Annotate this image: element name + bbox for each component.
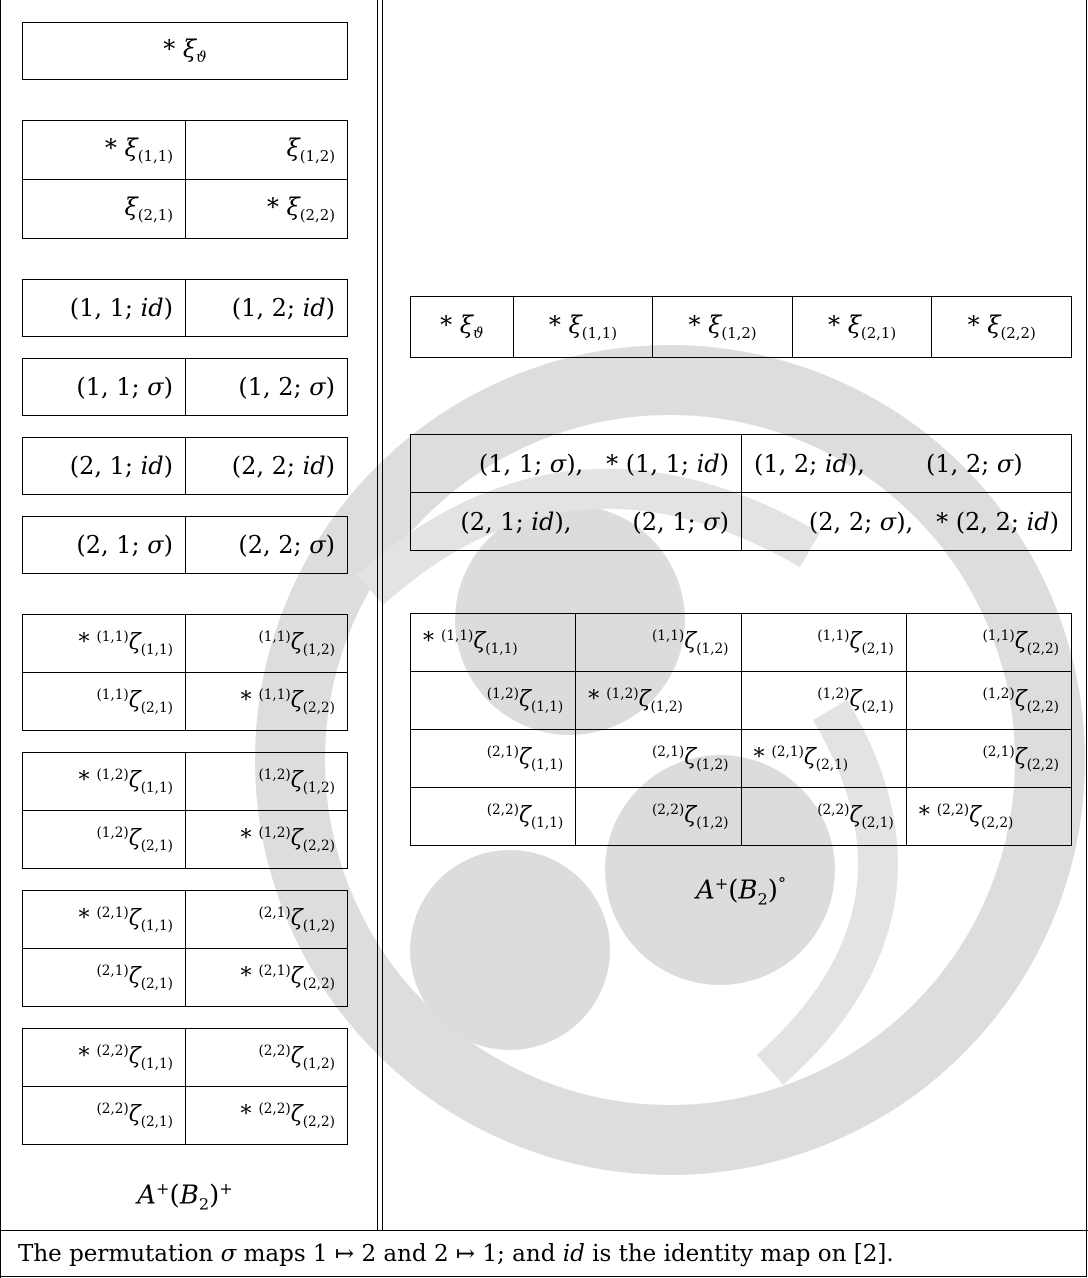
xi-cell: * ξ(2,1) — [791, 296, 933, 358]
zeta-cell: (1,2)ζ(1,2) — [185, 752, 348, 811]
zeta-cell: * (1,1)ζ(1,1) — [22, 614, 186, 673]
xi-cell: ξ(1,2) — [185, 120, 348, 180]
pair-cell: (2, 2; σ), * (2, 2; id) — [741, 492, 1072, 551]
pair-grid: (1, 1; σ), * (1, 1; id) (1, 2; id), (1, … — [410, 434, 1072, 551]
xi-cell: * ξ(1,1) — [22, 120, 186, 180]
zeta-cell: (2,2)ζ(1,2) — [575, 787, 742, 846]
theta-box: * ξϑ — [22, 22, 348, 80]
zeta-cell: * (1,1)ζ(2,2) — [185, 672, 348, 731]
zeta-cell: (1,1)ζ(2,1) — [740, 613, 907, 672]
zeta-cell: (1,1)ζ(1,2) — [185, 614, 348, 673]
pair-cell: (2, 1; id), (2, 1; σ) — [410, 492, 742, 551]
zeta-cell: (2,1)ζ(1,2) — [185, 890, 348, 949]
xi-cell: * ξ(2,2) — [931, 296, 1072, 358]
left-panel: * ξϑ * ξ(1,1) ξ(1,2) ξ(2,1) * ξ(2,2) (1,… — [22, 22, 348, 1213]
pair-cell: (1, 1; id) — [22, 279, 186, 337]
pair-row: (1, 1; id)(1, 2; id) — [22, 279, 348, 337]
zeta-cell: (1,2)ζ(2,2) — [905, 671, 1073, 730]
zeta-cell: (2,1)ζ(2,2) — [905, 729, 1073, 788]
zeta-cell: * (2,1)ζ(2,1) — [740, 729, 907, 788]
zeta-cell: * (2,1)ζ(1,1) — [22, 890, 186, 949]
pair-cell: (2, 2; id) — [185, 437, 348, 495]
footnote: The permutation σ maps 1 ↦ 2 and 2 ↦ 1; … — [18, 1241, 894, 1267]
xi-cell: * ξ(1,1) — [512, 296, 654, 358]
xi-row: * ξϑ * ξ(1,1) * ξ(1,2) * ξ(2,1) * ξ(2,2) — [410, 296, 1072, 358]
zeta-cell: (2,1)ζ(1,1) — [409, 729, 577, 788]
zeta-cell: * (1,2)ζ(1,1) — [22, 752, 186, 811]
zeta-block-12: * (1,2)ζ(1,1)(1,2)ζ(1,2) (1,2)ζ(2,1)* (1… — [22, 752, 348, 869]
zeta-cell: (2,2)ζ(1,2) — [185, 1028, 348, 1087]
zeta-cell: * (2,1)ζ(2,2) — [185, 948, 348, 1007]
pair-row: (2, 1; id)(2, 2; id) — [22, 437, 348, 495]
zeta-grid: * (1,1)ζ(1,1) (1,1)ζ(1,2) (1,1)ζ(2,1) (1… — [409, 613, 1073, 846]
zeta-cell: * (1,2)ζ(1,2) — [575, 671, 742, 730]
zeta-cell: (1,1)ζ(1,2) — [575, 613, 742, 672]
zeta-cell: (1,1)ζ(2,1) — [22, 672, 186, 731]
zeta-cell: (2,2)ζ(2,1) — [740, 787, 907, 846]
zeta-cell: (2,1)ζ(2,1) — [22, 948, 186, 1007]
zeta-cell: (1,2)ζ(2,1) — [22, 810, 186, 869]
zeta-cell: * (1,2)ζ(2,2) — [185, 810, 348, 869]
zeta-block-21: * (2,1)ζ(1,1)(2,1)ζ(1,2) (2,1)ζ(2,1)* (2… — [22, 890, 348, 1007]
xi-cell: * ξ(2,2) — [185, 179, 348, 239]
zeta-cell: (1,1)ζ(2,2) — [905, 613, 1073, 672]
zeta-cell: * (2,2)ζ(1,1) — [22, 1028, 186, 1087]
pair-cell: (1, 1; σ) — [22, 358, 186, 416]
zeta-block-22: * (2,2)ζ(1,1)(2,2)ζ(1,2) (2,2)ζ(2,1)* (2… — [22, 1028, 348, 1145]
left-caption: A+(B2)+ — [137, 1179, 233, 1214]
xi-grid: * ξ(1,1) ξ(1,2) ξ(2,1) * ξ(2,2) — [22, 120, 348, 239]
right-panel: * ξϑ * ξ(1,1) * ξ(1,2) * ξ(2,1) * ξ(2,2)… — [409, 296, 1073, 909]
pair-row: (2, 1; σ)(2, 2; σ) — [22, 516, 348, 574]
xi-cell: * ξ(1,2) — [652, 296, 793, 358]
xi-cell: ξ(2,1) — [22, 179, 186, 239]
zeta-cell: (2,2)ζ(1,1) — [409, 787, 577, 846]
zeta-cell: (2,1)ζ(1,2) — [575, 729, 742, 788]
zeta-cell: (2,2)ζ(2,1) — [22, 1086, 186, 1145]
pair-cell: (2, 1; σ) — [22, 516, 186, 574]
zeta-cell: * (2,2)ζ(2,2) — [185, 1086, 348, 1145]
xi-cell: * ξϑ — [410, 296, 514, 358]
zeta-cell: (1,2)ζ(2,1) — [740, 671, 907, 730]
pair-cell: (1, 2; id) — [185, 279, 348, 337]
zeta-cell: (1,2)ζ(1,1) — [409, 671, 577, 730]
xi-theta-cell: * ξϑ — [22, 22, 348, 80]
zeta-cell: * (1,1)ζ(1,1) — [409, 613, 577, 672]
pair-cell: (1, 2; σ) — [185, 358, 348, 416]
pair-row: (1, 1; σ)(1, 2; σ) — [22, 358, 348, 416]
right-caption: A+(B2)° — [695, 874, 786, 909]
zeta-cell: * (2,2)ζ(2,2) — [905, 787, 1073, 846]
zeta-block-11: * (1,1)ζ(1,1)(1,1)ζ(1,2) (1,1)ζ(2,1)* (1… — [22, 614, 348, 731]
pair-cell: (2, 1; id) — [22, 437, 186, 495]
pair-cell: (1, 1; σ), * (1, 1; id) — [410, 434, 742, 493]
pair-cell: (2, 2; σ) — [185, 516, 348, 574]
pair-cell: (1, 2; id), (1, 2; σ) — [741, 434, 1072, 493]
